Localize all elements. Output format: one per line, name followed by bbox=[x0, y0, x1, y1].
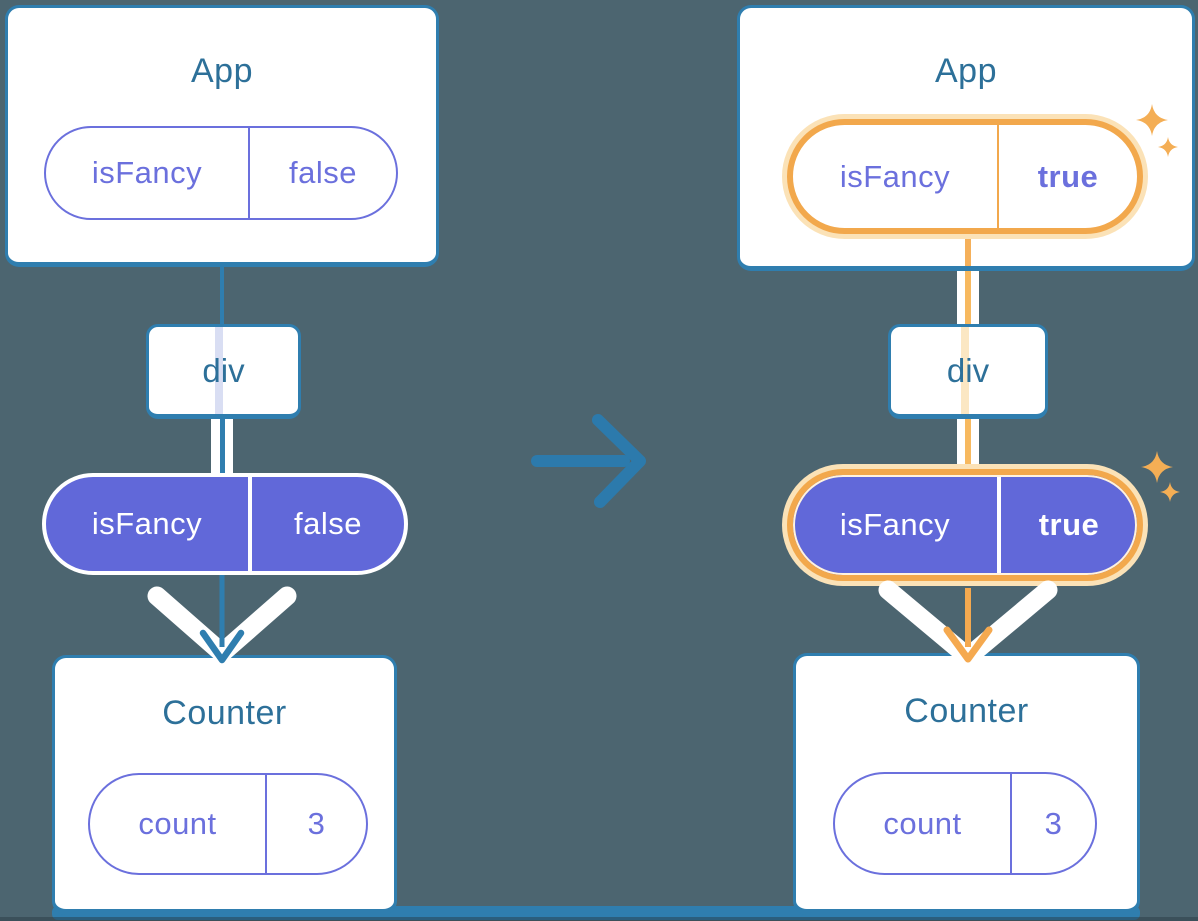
prop-value: false bbox=[289, 155, 357, 190]
right-passed-prop-pill-highlighted: isFancy true bbox=[787, 469, 1143, 581]
right-pipe-app-div bbox=[957, 268, 979, 327]
right-white-chevron-arrow-icon bbox=[878, 580, 1058, 667]
state-value: 3 bbox=[307, 806, 326, 841]
prop-name: isFancy bbox=[839, 158, 951, 194]
right-div-pass-through-stripe bbox=[961, 327, 969, 414]
right-div-card: div bbox=[888, 324, 1048, 419]
prop-name: isFancy bbox=[839, 507, 951, 542]
right-app-inner-connector bbox=[965, 239, 971, 266]
bottom-edge-shade bbox=[0, 917, 1198, 921]
left-counter-state-pill: count 3 bbox=[88, 773, 368, 875]
left-app-card: App isFancy false bbox=[5, 5, 439, 267]
state-value: 3 bbox=[1044, 805, 1063, 841]
left-app-prop-pill: isFancy false bbox=[44, 126, 398, 220]
left-pipe-div-prop bbox=[211, 414, 233, 476]
right-counter-card: Counter count 3 bbox=[793, 653, 1140, 915]
left-div-card: div bbox=[146, 324, 301, 419]
pill-divider bbox=[997, 477, 1001, 573]
left-white-chevron-arrow-icon bbox=[147, 586, 297, 663]
left-div-pass-through-stripe bbox=[215, 327, 223, 414]
state-name: count bbox=[883, 805, 962, 841]
sparkle-icon-prop bbox=[1141, 451, 1180, 502]
left-connector-app-div bbox=[220, 265, 224, 326]
right-div-title: div bbox=[946, 351, 990, 389]
prop-name: isFancy bbox=[91, 155, 203, 190]
right-counter-title: Counter bbox=[904, 692, 1029, 730]
right-pipe-div-prop bbox=[957, 414, 979, 470]
pill-divider bbox=[265, 775, 267, 873]
left-passed-prop-pill: isFancy false bbox=[42, 473, 408, 575]
right-app-prop-pill-highlighted: isFancy true bbox=[787, 119, 1143, 234]
prop-value: true bbox=[1037, 158, 1099, 194]
pill-divider bbox=[248, 477, 252, 571]
prop-name: isFancy bbox=[91, 506, 203, 541]
left-div-title: div bbox=[202, 351, 245, 389]
pill-divider bbox=[248, 128, 250, 218]
pill-divider bbox=[997, 125, 999, 228]
left-counter-title: Counter bbox=[162, 694, 287, 732]
right-app-card: App isFancy true bbox=[737, 5, 1195, 271]
prop-value: true bbox=[1038, 507, 1100, 542]
right-app-title: App bbox=[935, 52, 997, 90]
left-counter-card: Counter count 3 bbox=[52, 655, 397, 915]
state-name: count bbox=[138, 806, 217, 841]
prop-value: false bbox=[294, 506, 362, 541]
transition-arrow-icon bbox=[531, 414, 646, 508]
right-counter-state-pill: count 3 bbox=[833, 772, 1097, 875]
pill-divider bbox=[1010, 774, 1012, 873]
left-app-title: App bbox=[191, 52, 253, 90]
